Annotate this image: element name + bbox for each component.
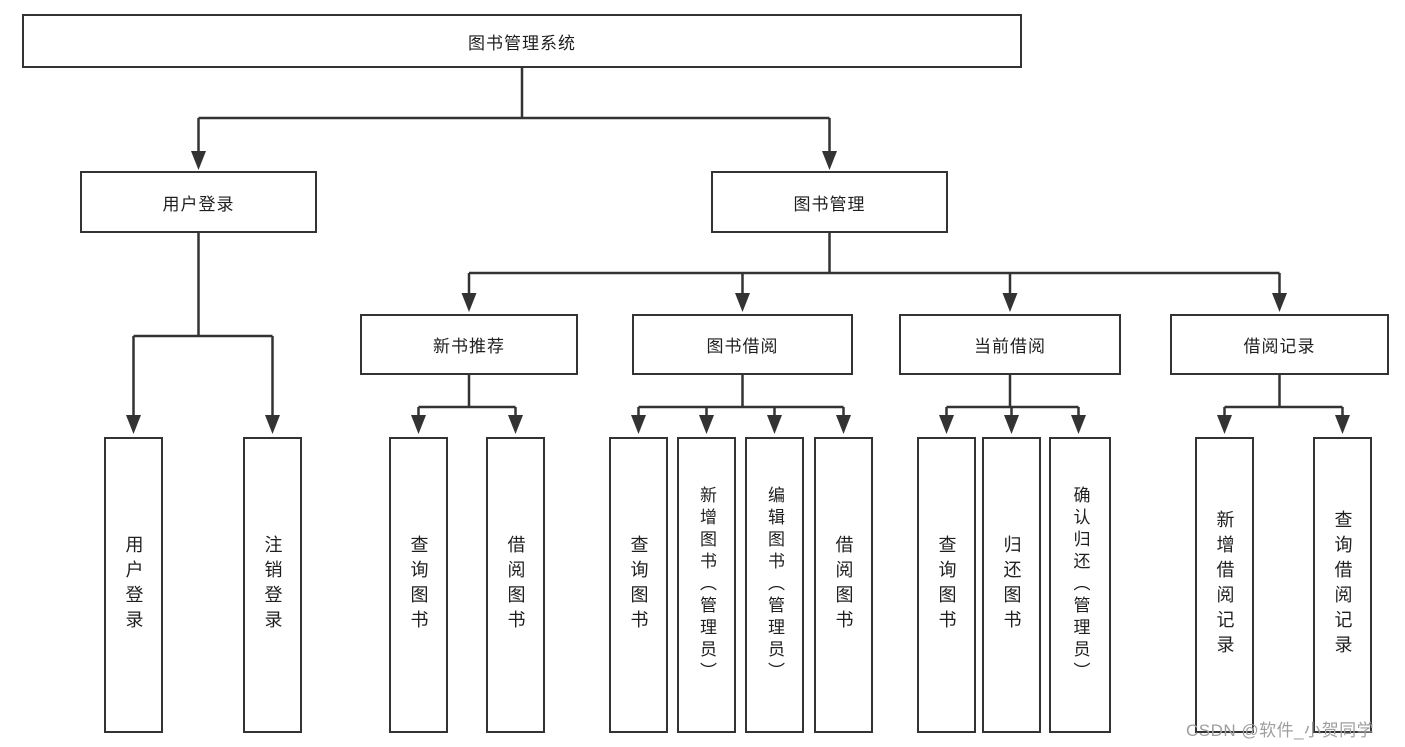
- node-user-login: 用户登录: [80, 171, 317, 233]
- node-new-book-recommendation-label: 新书推荐: [433, 337, 505, 356]
- leaf-add-borrow-record: 新增借阅记录: [1195, 437, 1254, 733]
- leaf-logout: 注销登录: [243, 437, 302, 733]
- leaf-query-borrow-record: 查询借阅记录: [1313, 437, 1372, 733]
- leaf-add-borrow-record-label: 新增借阅记录: [1214, 510, 1235, 660]
- leaf-return-books: 归还图书: [982, 437, 1041, 733]
- csdn-watermark: CSDN @软件_小贺同学: [1186, 721, 1375, 740]
- leaf-add-books-admin-label: 新增图书（管理员）: [697, 486, 716, 684]
- node-book-management-label: 图书管理: [793, 194, 866, 214]
- node-book-borrowing: 图书借阅: [632, 314, 853, 375]
- node-current-borrowing-label: 当前借阅: [974, 337, 1046, 356]
- node-new-book-recommendation: 新书推荐: [360, 314, 578, 375]
- node-library-system-label: 图书管理系统: [468, 33, 576, 53]
- node-current-borrowing: 当前借阅: [899, 314, 1121, 375]
- leaf-borrow-books-label: 借阅图书: [833, 535, 854, 635]
- leaf-query-books-borrow-label: 查询图书: [628, 535, 649, 635]
- leaf-query-books-recommend-label: 查询图书: [408, 535, 429, 635]
- leaf-edit-books-admin: 编辑图书（管理员）: [745, 437, 804, 733]
- leaf-borrow-books: 借阅图书: [814, 437, 873, 733]
- leaf-query-books-current-label: 查询图书: [936, 535, 957, 635]
- node-user-login-label: 用户登录: [162, 194, 235, 214]
- leaf-query-borrow-record-label: 查询借阅记录: [1332, 510, 1353, 660]
- leaf-edit-books-admin-label: 编辑图书（管理员）: [765, 486, 784, 684]
- leaf-query-books-recommend: 查询图书: [389, 437, 448, 733]
- leaf-confirm-return-admin-label: 确认归还（管理员）: [1070, 486, 1090, 684]
- leaf-return-books-label: 归还图书: [1001, 535, 1022, 635]
- leaf-user-login: 用户登录: [104, 437, 163, 733]
- leaf-confirm-return-admin: 确认归还（管理员）: [1049, 437, 1111, 733]
- leaf-borrow-books-recommend: 借阅图书: [486, 437, 545, 733]
- node-library-system: 图书管理系统: [22, 14, 1022, 68]
- leaf-query-books-borrow: 查询图书: [609, 437, 668, 733]
- leaf-logout-label: 注销登录: [262, 535, 283, 635]
- node-book-management: 图书管理: [711, 171, 948, 233]
- leaf-user-login-label: 用户登录: [123, 535, 144, 635]
- leaf-add-books-admin: 新增图书（管理员）: [677, 437, 736, 733]
- node-borrowing-records: 借阅记录: [1170, 314, 1389, 375]
- leaf-query-books-current: 查询图书: [917, 437, 976, 733]
- node-borrowing-records-label: 借阅记录: [1243, 337, 1316, 356]
- node-book-borrowing-label: 图书借阅: [706, 337, 779, 356]
- leaf-borrow-books-recommend-label: 借阅图书: [505, 535, 526, 635]
